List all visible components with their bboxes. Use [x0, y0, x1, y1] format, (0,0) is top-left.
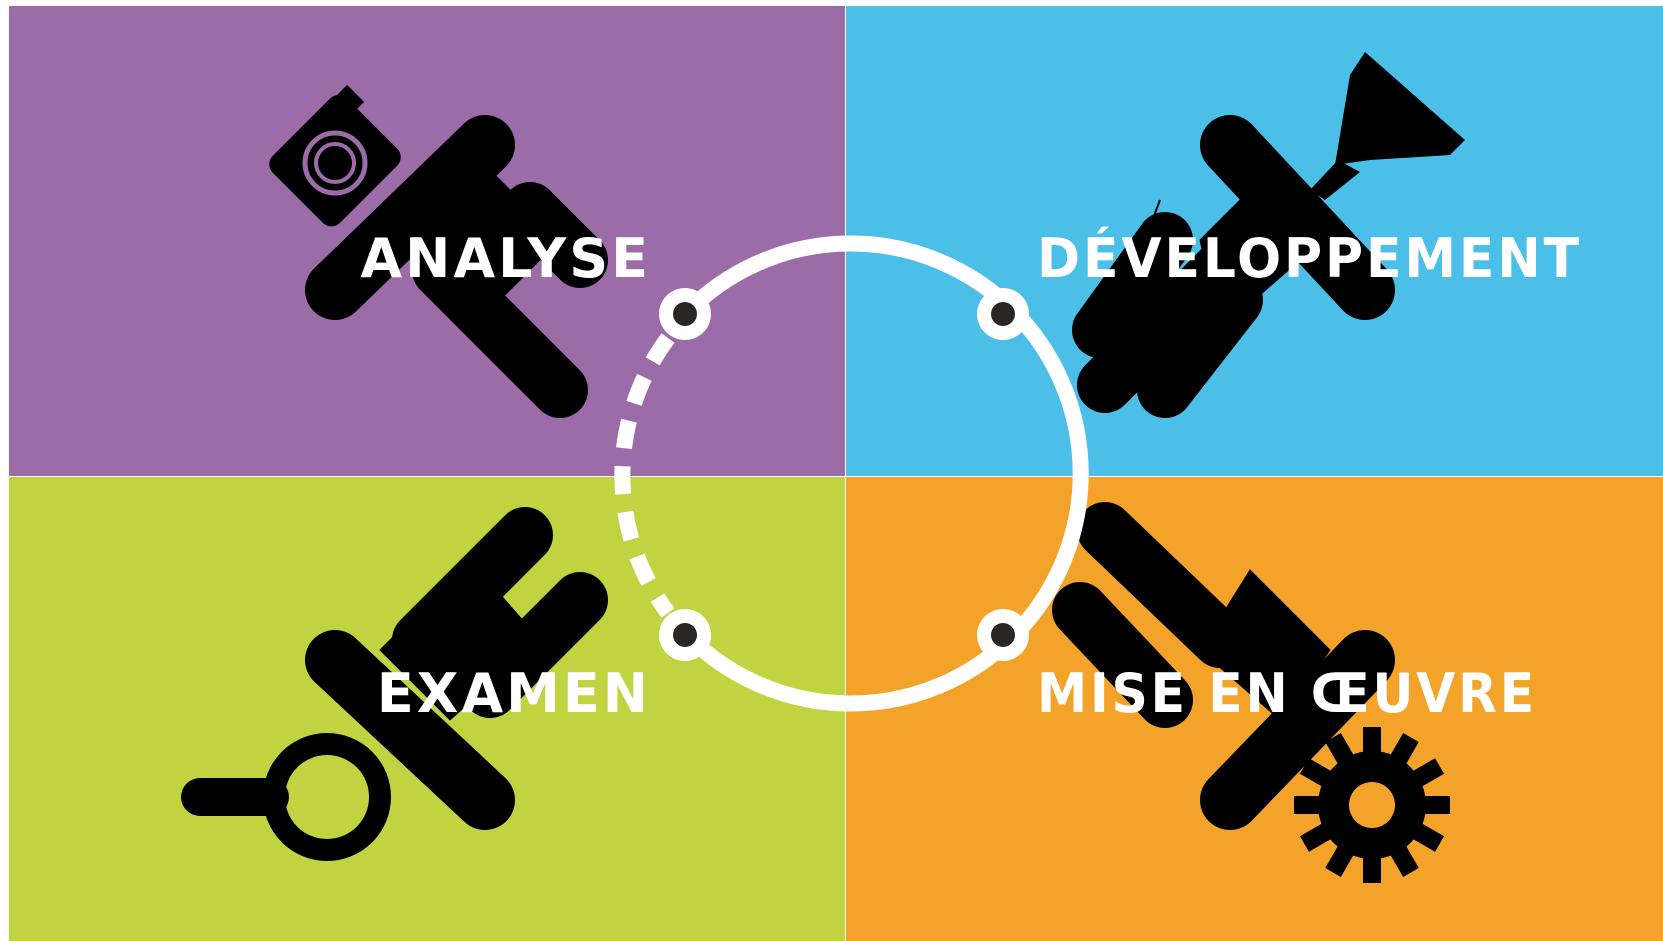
figure-mise-en-oeuvre — [1052, 502, 1395, 830]
cycle-node-developpement — [977, 288, 1029, 340]
funnel-icon — [1310, 52, 1465, 200]
cycle-node-analyse — [659, 288, 711, 340]
label-developpement: DÉVELOPPEMENT — [1037, 227, 1582, 290]
cycle-node-examen — [659, 609, 711, 661]
label-analyse: ANALYSE — [360, 227, 651, 290]
label-mise-en-oeuvre: MISE EN ŒUVRE — [1037, 662, 1537, 725]
label-examen: EXAMEN — [377, 662, 651, 725]
camera-icon — [269, 84, 401, 227]
figure-analyse — [305, 115, 608, 418]
gear-icon — [1294, 727, 1450, 883]
cycle-ring — [614, 235, 1089, 712]
magnifier-icon — [181, 733, 391, 861]
cycle-arc-dashed — [614, 333, 675, 618]
quadrant-mise-en-oeuvre — [846, 477, 1663, 941]
cycle-arc-solid — [679, 235, 1089, 712]
figure-developpement-legs — [1072, 212, 1263, 418]
figure-examen — [305, 507, 608, 830]
cycle-node-mise-en-oeuvre — [977, 609, 1029, 661]
